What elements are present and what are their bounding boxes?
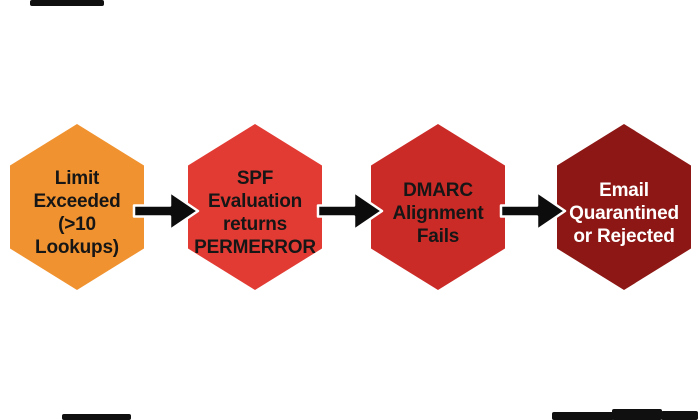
node-limit-exceeded: Limit Exceeded (>10 Lookups) xyxy=(10,124,144,290)
label-line: DMARC xyxy=(403,179,473,201)
node-spf-evaluation-permerror: SPF Evaluation returns PERMERROR xyxy=(188,124,322,290)
right-arrow-icon xyxy=(132,190,200,232)
label-line: (>10 xyxy=(58,214,96,235)
node-dmarc-alignment-fails-label: DMARC Alignment Fails xyxy=(371,179,505,248)
node-email-quarantined-or-rejected-label: Email Quarantined or Rejected xyxy=(557,179,691,248)
label-line: PERMERROR xyxy=(194,237,316,258)
label-line: Quarantined xyxy=(569,202,679,224)
label-line: returns xyxy=(222,214,288,235)
label-line: Email xyxy=(599,179,649,201)
label-line: Evaluation xyxy=(207,191,303,212)
node-dmarc-alignment-fails: DMARC Alignment Fails xyxy=(371,124,505,290)
label-line: Lookups) xyxy=(35,237,119,258)
cropped-content-artifact-bottom-right xyxy=(552,412,614,420)
cropped-content-artifact-bottom-right xyxy=(612,409,662,420)
label-line: Limit xyxy=(54,168,100,189)
cropped-content-artifact-bottom-right xyxy=(661,411,698,420)
label-line: or Rejected xyxy=(573,225,675,247)
label-line: SPF xyxy=(236,168,274,189)
node-spf-evaluation-permerror-label: SPF Evaluation returns PERMERROR xyxy=(188,167,322,259)
cropped-content-artifact-bottom-left xyxy=(62,414,131,420)
right-arrow-icon xyxy=(316,190,384,232)
flow-arrow-icon xyxy=(132,190,200,232)
flow-arrow-icon xyxy=(316,190,384,232)
flow-arrow-icon xyxy=(499,190,567,232)
label-line: Fails xyxy=(416,225,460,247)
cropped-content-artifact-top xyxy=(30,0,104,6)
node-email-quarantined-or-rejected: Email Quarantined or Rejected xyxy=(557,124,691,290)
node-limit-exceeded-label: Limit Exceeded (>10 Lookups) xyxy=(10,167,144,259)
right-arrow-icon xyxy=(499,190,567,232)
label-line: Exceeded xyxy=(33,191,121,212)
label-line: Alignment xyxy=(392,202,484,224)
